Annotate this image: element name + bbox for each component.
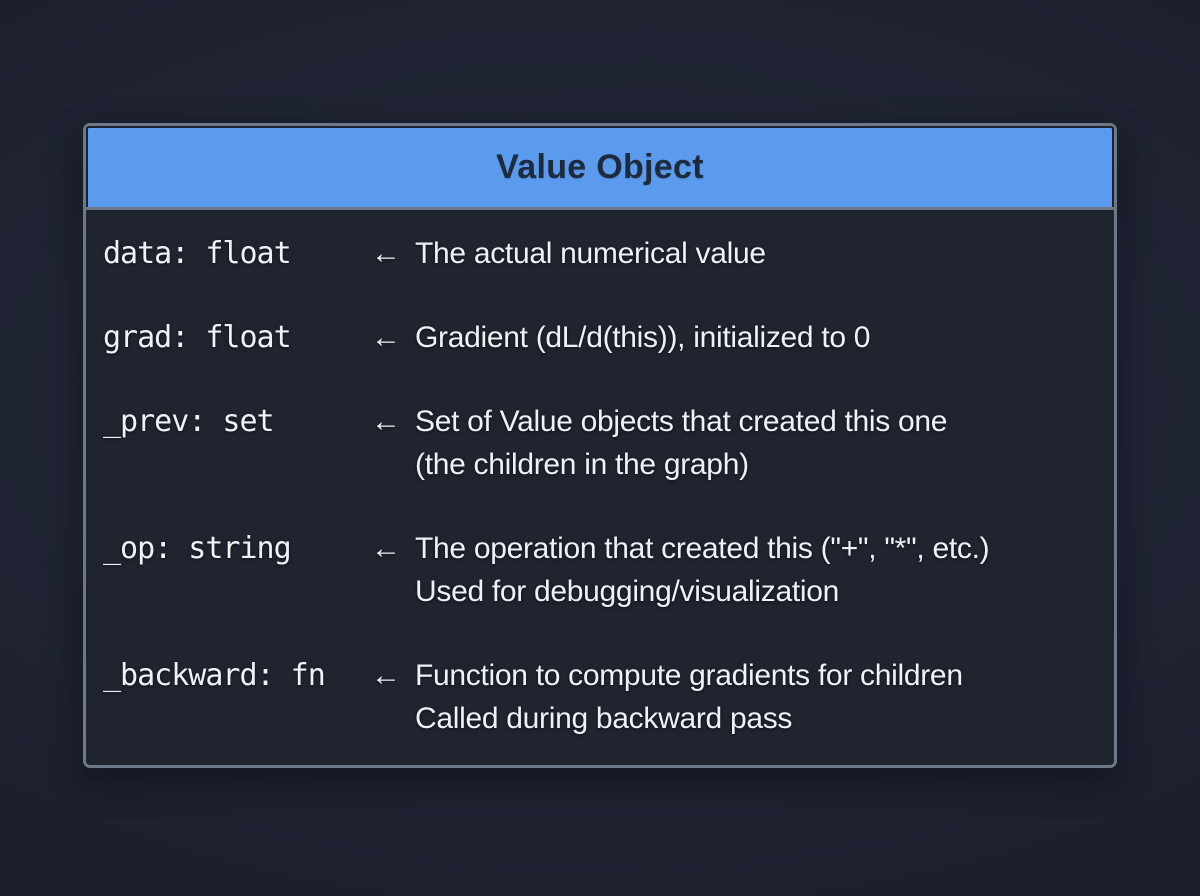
field-description: Set of Value objects that created this o…: [415, 405, 948, 481]
card-body: data: float ← The actual numerical value…: [86, 210, 1114, 740]
left-arrow-icon: ←: [371, 321, 401, 354]
field-name: data: float: [103, 236, 292, 271]
field-description: Gradient (dL/d(this)), initialized to 0: [415, 321, 871, 354]
header-divider: [86, 207, 1114, 210]
attribute-row-prev: _prev: set ← Set of Value objects that c…: [103, 400, 1094, 486]
field-name: _op: string: [103, 531, 292, 566]
field-name: grad: float: [103, 320, 292, 355]
field-description: The actual numerical value: [415, 237, 766, 270]
card-title: Value Object: [496, 148, 704, 186]
field-description: The operation that created this ("+", "*…: [415, 532, 990, 608]
attribute-row-grad: grad: float ← Gradient (dL/d(this)), ini…: [103, 316, 1094, 359]
left-arrow-icon: ←: [371, 405, 401, 438]
attribute-row-data: data: float ← The actual numerical value: [103, 232, 1094, 275]
left-arrow-icon: ←: [371, 532, 401, 565]
field-name: _prev: set: [103, 404, 275, 439]
left-arrow-icon: ←: [371, 659, 401, 692]
attribute-row-op: _op: string ← The operation that created…: [103, 527, 1094, 613]
card-header: Value Object: [86, 126, 1114, 207]
field-name: _backward: fn: [103, 658, 326, 693]
attribute-row-backward: _backward: fn ← Function to compute grad…: [103, 654, 1094, 740]
value-object-card: Value Object data: float ← The actual nu…: [83, 123, 1117, 768]
field-description: Function to compute gradients for childr…: [415, 659, 963, 735]
left-arrow-icon: ←: [371, 237, 401, 270]
